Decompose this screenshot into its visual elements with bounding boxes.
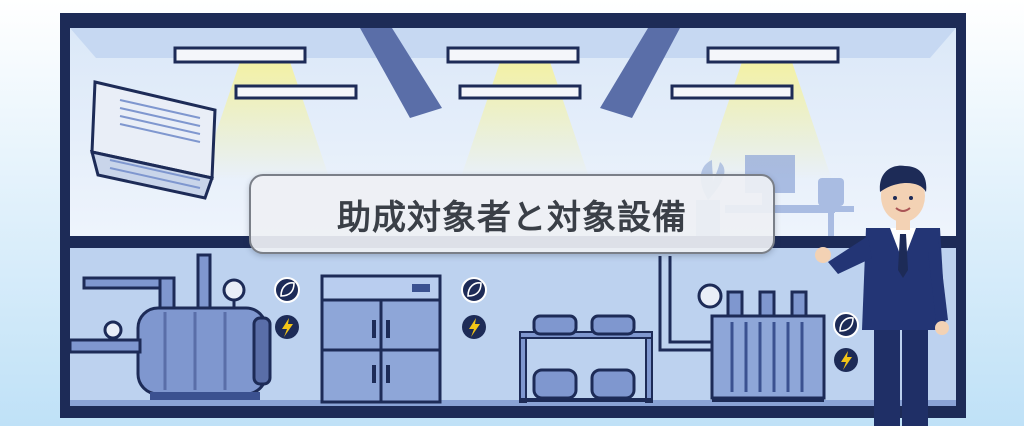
pipe-connection: [658, 256, 720, 352]
businessman-presenter: [815, 165, 949, 426]
boiler-motor: [68, 253, 272, 400]
lightning-icon: [834, 348, 858, 372]
eco-badges: [274, 277, 859, 372]
transformer-unit: [697, 283, 826, 402]
leaf-icon: [833, 312, 859, 338]
lightning-icon: [275, 315, 299, 339]
leaf-icon: [274, 277, 300, 303]
ceiling-lights: [173, 46, 840, 180]
leaf-icon: [461, 277, 487, 303]
page-title: 助成対象者と対象設備: [337, 197, 687, 238]
air-conditioner-unit: [89, 80, 217, 200]
commercial-refrigerator: [320, 274, 442, 404]
title-banner: 助成対象者と対象設備: [249, 174, 775, 254]
compressor-rack: [519, 314, 653, 403]
lightning-icon: [462, 315, 486, 339]
